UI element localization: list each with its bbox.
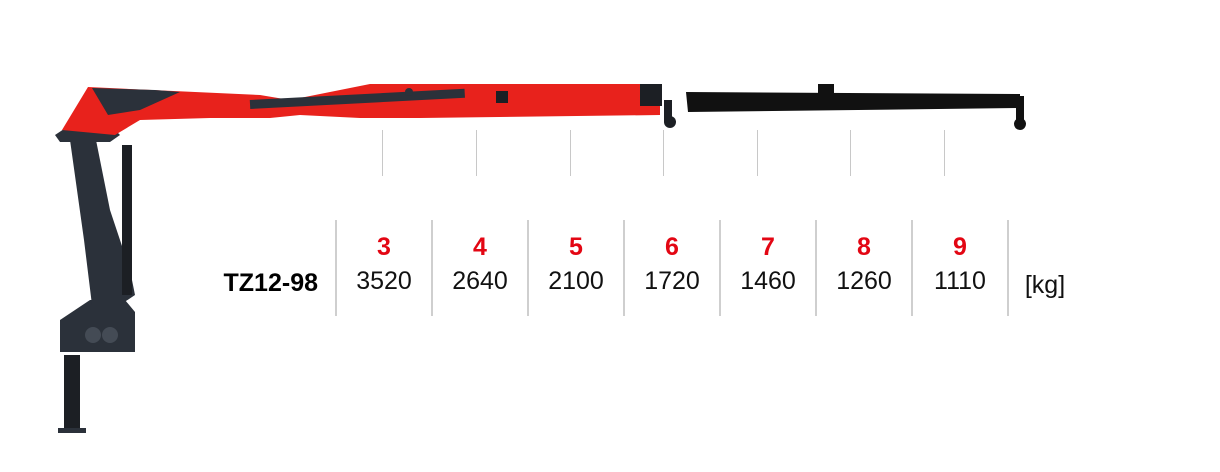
- reach-value: 7: [761, 233, 775, 261]
- reach-tick: [570, 130, 571, 176]
- reach-value: 5: [569, 233, 583, 261]
- column-divider: [911, 220, 913, 316]
- load-column: 9 1110: [913, 232, 1007, 298]
- column-divider: [623, 220, 625, 316]
- load-column: 8 1260: [817, 232, 911, 298]
- reach-value: 4: [473, 233, 487, 261]
- load-value: 3520: [356, 267, 412, 295]
- crane-post: [64, 355, 80, 430]
- reach-tick: [850, 130, 851, 176]
- reach-value: 8: [857, 233, 871, 261]
- load-column: 5 2100: [529, 232, 623, 298]
- column-divider: [527, 220, 529, 316]
- load-column: 7 1460: [721, 232, 815, 298]
- model-name: TZ12-98: [223, 269, 318, 297]
- load-column: 6 1720: [625, 232, 719, 298]
- load-column: 4 2640: [433, 232, 527, 298]
- unit-label: [kg]: [1024, 271, 1066, 299]
- column-divider: [335, 220, 337, 316]
- column-divider: [1007, 220, 1009, 316]
- crane-base: [60, 300, 135, 352]
- column-divider: [815, 220, 817, 316]
- load-column: 3 3520: [337, 232, 431, 298]
- crane-main-column: [58, 135, 135, 305]
- load-value: 1460: [740, 267, 796, 295]
- crane-inner-boom: [62, 84, 660, 135]
- load-value: 1720: [644, 267, 700, 295]
- reach-tick: [663, 130, 664, 176]
- load-value: 1110: [934, 267, 986, 295]
- load-value: 2640: [452, 267, 508, 295]
- reach-tick: [476, 130, 477, 176]
- reach-tick: [944, 130, 945, 176]
- reach-tick: [382, 130, 383, 176]
- load-value: 1260: [836, 267, 892, 295]
- reach-value: 9: [953, 233, 967, 261]
- column-divider: [431, 220, 433, 316]
- reach-value: 6: [665, 233, 679, 261]
- crane-extension: [686, 92, 1020, 112]
- column-divider: [719, 220, 721, 316]
- load-value: 2100: [548, 267, 604, 295]
- reach-tick: [757, 130, 758, 176]
- reach-value: 3: [377, 233, 391, 261]
